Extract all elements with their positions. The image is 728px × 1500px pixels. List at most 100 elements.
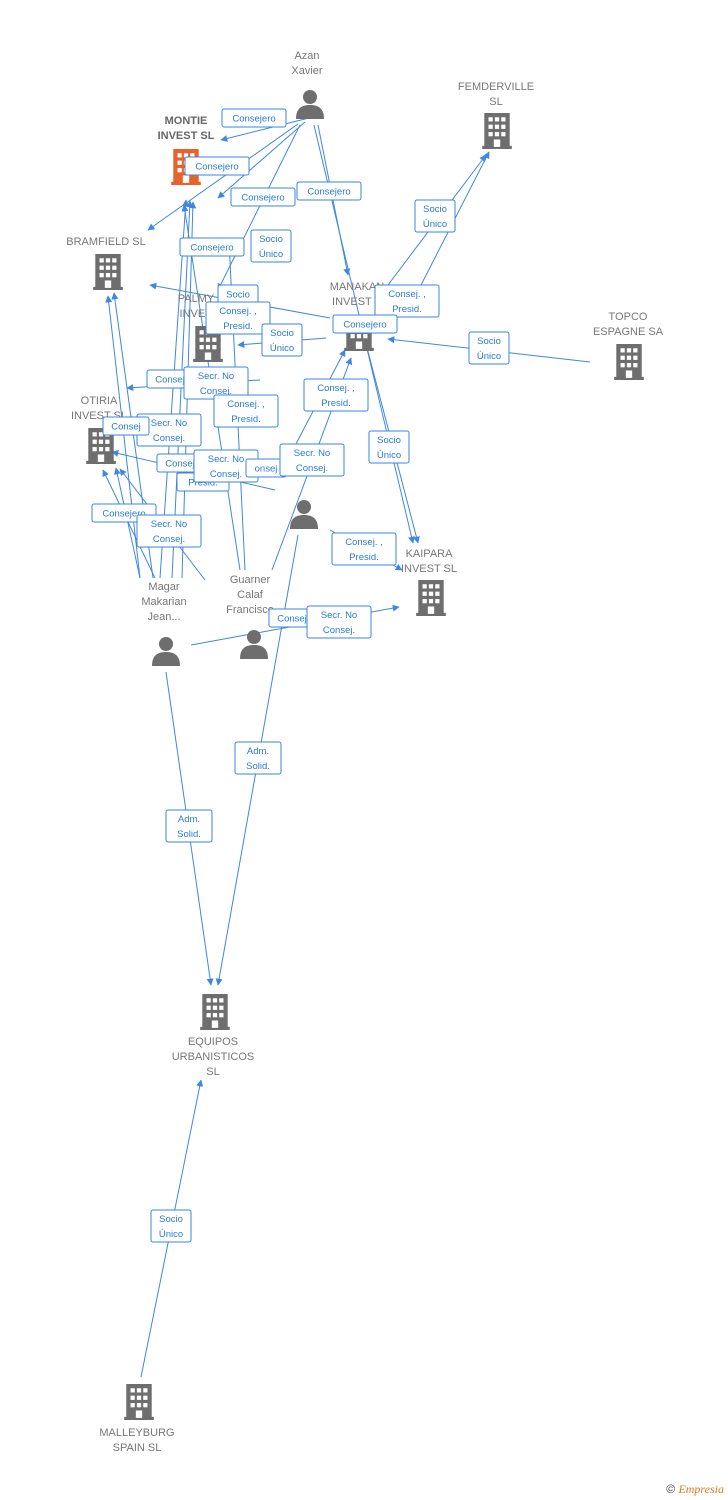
- node-label: SL: [206, 1066, 219, 1078]
- edge-label-box: [368, 430, 410, 464]
- edge-label-text: Socio: [259, 234, 283, 245]
- edge-label[interactable]: Consej: [146, 369, 194, 389]
- edge-label-text: Socio: [477, 336, 501, 347]
- edge-label-box: [165, 809, 213, 843]
- edge-label[interactable]: Consej: [102, 416, 150, 436]
- edge-label-text: Consej.: [153, 534, 185, 545]
- edge-label[interactable]: Consejero: [179, 237, 245, 257]
- node-label: Xavier: [291, 65, 323, 77]
- building-icon: [124, 1384, 154, 1420]
- edge-label-text: Presid.: [223, 321, 253, 332]
- edge-label[interactable]: Socio: [217, 284, 259, 304]
- edge-label-text: Consejero: [195, 162, 238, 173]
- edge-label-box: [279, 443, 345, 477]
- node-label: URBANISTICOS: [172, 1051, 255, 1063]
- person-icon: [240, 630, 268, 659]
- edge-label-text: Consejero: [343, 320, 386, 331]
- edge-label[interactable]: Consejero: [184, 156, 250, 176]
- edge-label-text: Consej.: [210, 469, 242, 480]
- edge-label-text: Consej. ,: [317, 383, 355, 394]
- edge-label-text: Secr. No: [321, 610, 357, 621]
- node-label: INVEST SL: [158, 130, 215, 142]
- edge-label[interactable]: Secr. No Consej.: [183, 366, 249, 400]
- edge-label[interactable]: Consej. ,Presid.: [303, 378, 369, 412]
- edge-label-text: Adm.: [247, 746, 269, 757]
- edge-label[interactable]: Adm.Solid.: [234, 741, 282, 775]
- edge-label-text: Presid.: [349, 552, 379, 563]
- edge-label-text: Consej.: [200, 386, 232, 397]
- copyright-symbol: ©: [666, 1482, 676, 1496]
- building-icon: [93, 254, 123, 290]
- edge-label-box: [136, 514, 202, 548]
- edge-label[interactable]: Secr. No Consej.: [136, 514, 202, 548]
- edge-label-box: [306, 605, 372, 639]
- edge-label-text: Socio: [159, 1214, 183, 1225]
- node-label: SPAIN SL: [113, 1442, 162, 1454]
- edge-line-18: [102, 469, 156, 579]
- edge-label-text: Consej. ,: [345, 537, 383, 548]
- node-palmyra[interactable]: PALMY INVES: [178, 293, 223, 362]
- edge-label-box: [303, 378, 369, 412]
- edge-label[interactable]: Adm.Solid.: [165, 809, 213, 843]
- node-label: Makarian: [141, 596, 186, 608]
- edge-line-1: [147, 123, 299, 231]
- edge-label-box: [150, 1209, 192, 1243]
- edge-label-text: Secr. No: [198, 371, 234, 382]
- edge-label[interactable]: Consej. ,Presid.: [374, 284, 440, 318]
- edge-label-box: [374, 284, 440, 318]
- edge-label-box: [250, 229, 292, 263]
- edge-label-box: [331, 532, 397, 566]
- edge-label-box: [468, 331, 510, 365]
- node-montie[interactable]: MONTIE INVEST SL: [158, 115, 215, 185]
- edge-label-text: Secr. No: [151, 519, 187, 530]
- edge-label-text: onsej: [255, 464, 278, 475]
- node-magar[interactable]: MagarMakarianJean...: [141, 581, 187, 666]
- brand-logo[interactable]: Empresia: [678, 1482, 724, 1496]
- node-equipos[interactable]: EQUIPOS URBANISTICOS SL: [172, 994, 255, 1078]
- edge-label-text: Único: [259, 249, 283, 260]
- edge-label-text: Consej: [277, 614, 307, 625]
- edge-label-text: Consej. ,: [227, 399, 265, 410]
- node-label: PALMY: [178, 293, 215, 305]
- node-label: EQUIPOS: [188, 1036, 238, 1048]
- edge-label-box: [332, 314, 398, 334]
- node-label: MONTIE: [165, 115, 208, 127]
- edge-label[interactable]: Consejero: [230, 187, 296, 207]
- edge-labels: ConsejeroConsejeroConsejeroConsejeroCons…: [91, 108, 510, 1243]
- edge-label[interactable]: Consej. ,Presid.: [213, 394, 279, 428]
- edge-label-box: [213, 394, 279, 428]
- edge-label-text: Socio: [423, 204, 447, 215]
- edge-label-box: [221, 108, 287, 128]
- node-label: FEMDERVILLE: [458, 81, 534, 93]
- building-icon: [614, 344, 644, 380]
- footer-credit: © Empresia: [666, 1482, 724, 1497]
- edge-label[interactable]: Consejero: [332, 314, 398, 334]
- edge-label[interactable]: Consejero: [296, 181, 362, 201]
- node-bramfield[interactable]: BRAMFIELD SL: [66, 236, 146, 290]
- edge-label[interactable]: Consej. ,Presid.: [205, 301, 271, 335]
- edge-label-box: [414, 199, 456, 233]
- node-label: OTIRIA: [81, 395, 118, 407]
- edge-label[interactable]: Consejero: [221, 108, 287, 128]
- node-label: INVES: [179, 308, 212, 320]
- edge-label-text: Único: [270, 343, 294, 354]
- edge-label-text: Socio: [226, 290, 250, 301]
- edge-label[interactable]: Consej. , Presid.: [331, 532, 397, 566]
